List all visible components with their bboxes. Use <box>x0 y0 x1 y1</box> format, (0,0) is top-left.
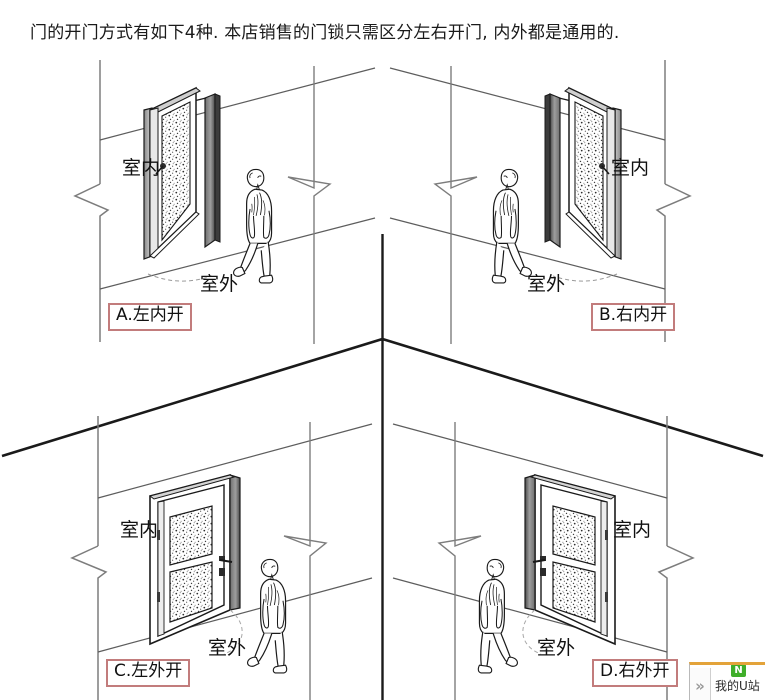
panel-a-indoor-label: 室内 <box>122 157 160 179</box>
panel-d-swing-arc <box>522 609 542 655</box>
panel-d-person <box>478 559 517 673</box>
panel-c-indoor-label: 室内 <box>120 519 158 541</box>
panel-b-wall <box>389 60 692 344</box>
panel-d-indoor-label: 室内 <box>613 519 651 541</box>
browser-toolbar-fragment[interactable]: » N 我的U站 <box>689 662 765 700</box>
page-title: 门的开门方式有如下4种. 本店销售的门锁只需区分左右开门, 内外都是通用的. <box>30 23 620 43</box>
panel-d-door-leaf <box>532 484 608 638</box>
panel-b-outdoor-label: 室外 <box>527 273 565 295</box>
panel-b-indoor-label: 室内 <box>611 157 649 179</box>
scene-ground-lines <box>1 234 764 700</box>
panel-b-person <box>492 169 531 283</box>
panel-b-right-inward <box>389 60 692 344</box>
panel-c-outdoor-label: 室外 <box>208 637 246 659</box>
panel-c-left-outward: 室内 室外 <box>70 416 373 700</box>
panel-d-outdoor-label: 室外 <box>537 637 575 659</box>
panel-a-person <box>234 169 273 283</box>
panel-a-wall <box>73 60 376 344</box>
panel-a-outdoor-label: 室外 <box>200 273 238 295</box>
option-label-c: C.左外开 <box>106 659 191 687</box>
panel-a-left-inward: 室内 室外 <box>73 60 376 344</box>
panel-c-door-leaf <box>157 484 233 638</box>
panel-c-person <box>248 559 287 673</box>
option-label-a: A.左内开 <box>108 303 192 331</box>
panel-a-door-leaf <box>149 86 201 259</box>
option-label-b: B.右内开 <box>591 303 676 331</box>
panel-d-right-outward <box>392 416 695 700</box>
panel-c-swing-arc <box>223 609 243 655</box>
panel-b-door-leaf <box>564 86 616 259</box>
option-label-d: D.右外开 <box>592 659 678 687</box>
toolbar-bookmark-label[interactable]: 我的U站 <box>715 679 760 693</box>
toolbar-overflow-chevron-icon[interactable]: » <box>690 668 711 700</box>
isometric-scene: 室内 室外 <box>1 60 764 700</box>
toolbar-notification-badge: N <box>731 665 746 677</box>
